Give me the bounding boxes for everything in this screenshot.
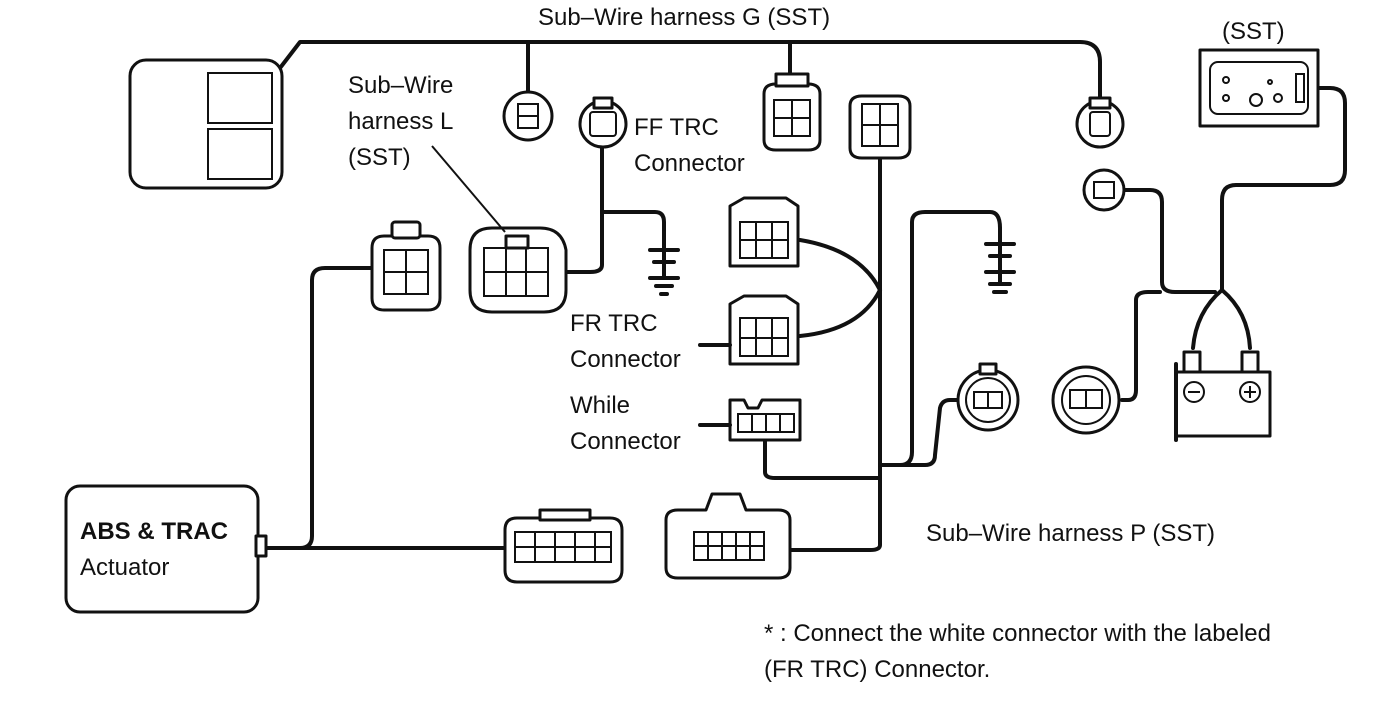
harness-l-label-line2: harness L <box>348 108 454 135</box>
sst-checker-box <box>1198 48 1320 128</box>
harness-p-small-connector <box>1082 168 1126 212</box>
wires <box>263 40 1347 552</box>
sst-label: (SST) <box>1222 18 1285 45</box>
harness-g-label: Sub–Wire harness G (SST) <box>538 4 831 31</box>
ff-trc-label-line2: Connector <box>634 150 745 177</box>
harness-l-connector <box>468 226 568 314</box>
while-label-line1: While <box>570 392 631 419</box>
harness-p-round-connector-right <box>1051 365 1121 435</box>
note-line2: (FR TRC) Connector. <box>764 656 991 683</box>
abs-trac-actuator <box>64 484 268 614</box>
fr-trc-connector <box>728 294 800 366</box>
ground-symbol <box>648 230 680 296</box>
battery-positive-terminal <box>1239 381 1261 403</box>
fr-trc-label-line2: Connector <box>570 346 681 373</box>
battery <box>1174 350 1272 442</box>
battery-negative-terminal <box>1183 381 1205 403</box>
ff-trc-connector <box>728 196 800 268</box>
harness-p-label: Sub–Wire harness P (SST) <box>926 520 1215 547</box>
harness-l-label-line1: Sub–Wire <box>348 72 454 99</box>
fr-trc-label-line1: FR TRC <box>570 310 658 337</box>
harness-g-round-connector-right <box>1075 96 1125 149</box>
harness-p-round-connector-left <box>956 362 1020 432</box>
actuator-label-line1: ABS & TRAC <box>80 518 228 545</box>
harness-g-large-connector <box>848 94 912 160</box>
harness-p-main-connector <box>664 492 792 580</box>
actuator-label-line2: Actuator <box>80 554 170 581</box>
relay-box <box>128 58 284 190</box>
ff-trc-round-connector <box>578 96 628 149</box>
actuator-harness-connector <box>503 508 624 584</box>
note-line1: * : Connect the white connector with the… <box>764 620 1271 647</box>
while-connector <box>728 398 802 442</box>
harness-g-round-connector-left <box>502 90 554 142</box>
ground-symbol <box>984 226 1016 294</box>
harness-g-center-connector <box>762 72 822 152</box>
actuator-side-connector <box>370 220 442 312</box>
ff-trc-label-line1: FF TRC <box>634 114 719 141</box>
harness-l-label-line3: (SST) <box>348 144 411 171</box>
while-label-line2: Connector <box>570 428 681 455</box>
